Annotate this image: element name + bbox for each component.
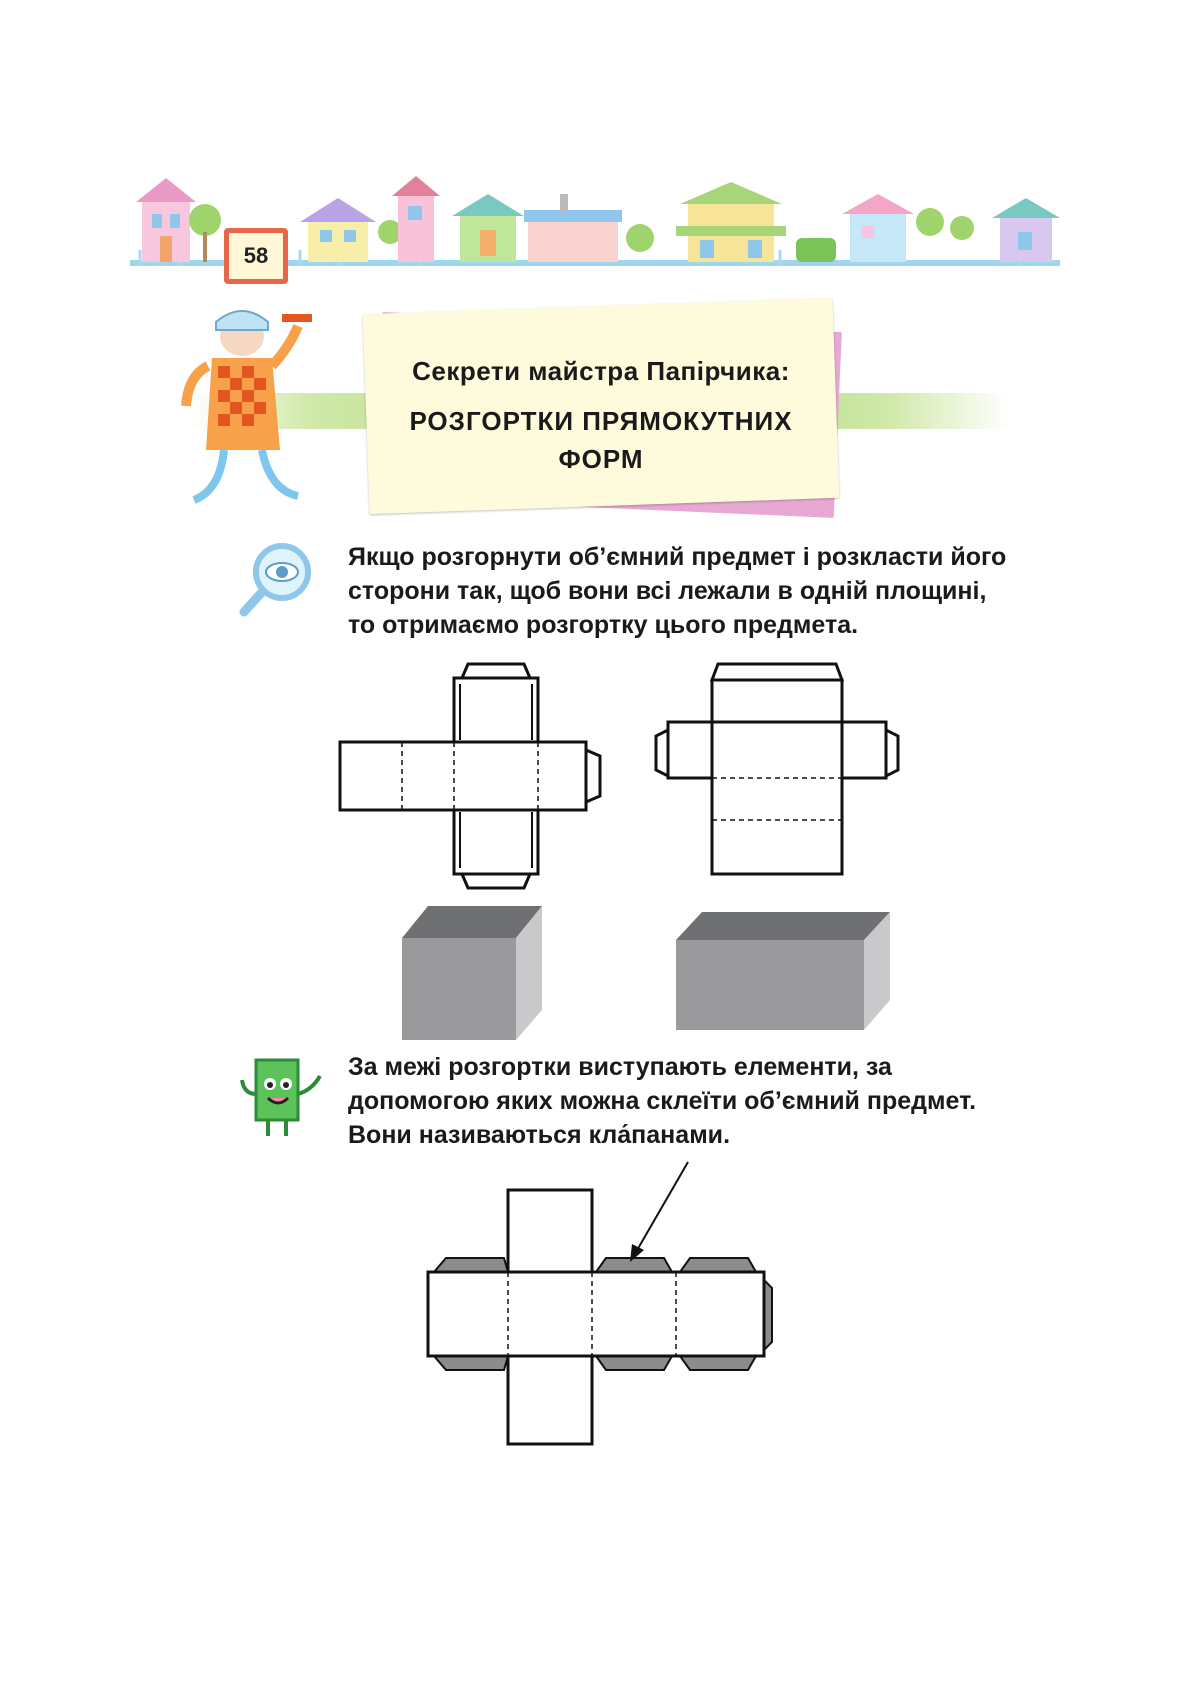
rect-box-3d [676,912,890,1030]
cube-net-with-flaps [426,1188,773,1446]
page-title: РОЗГОРТКИ ПРЯМОКУТНИХ ФОРМ [409,406,793,474]
term-klapany: кла́панами [588,1121,724,1149]
cube-3d [402,906,542,1040]
title-subheading: Секрети майстра Папірчика: [412,356,790,386]
term-rozgortka: розгортку [525,611,648,639]
box-net-right [654,662,900,876]
magnifier-eye-icon [239,543,311,617]
paragraph-unfolding-definition: Якщо розгорнути об’ємний предмет і розкл… [348,543,1007,639]
paragraph-flaps-definition: За межі розгортки виступають елементи, з… [348,1053,977,1149]
header-houses-illustration [130,176,1060,266]
cube-net-left [338,662,602,890]
book-character-icon [240,1058,322,1136]
arrow-to-flap [630,1161,689,1262]
page-number: 58 [224,228,288,284]
paper-master-clown-icon [181,310,312,504]
